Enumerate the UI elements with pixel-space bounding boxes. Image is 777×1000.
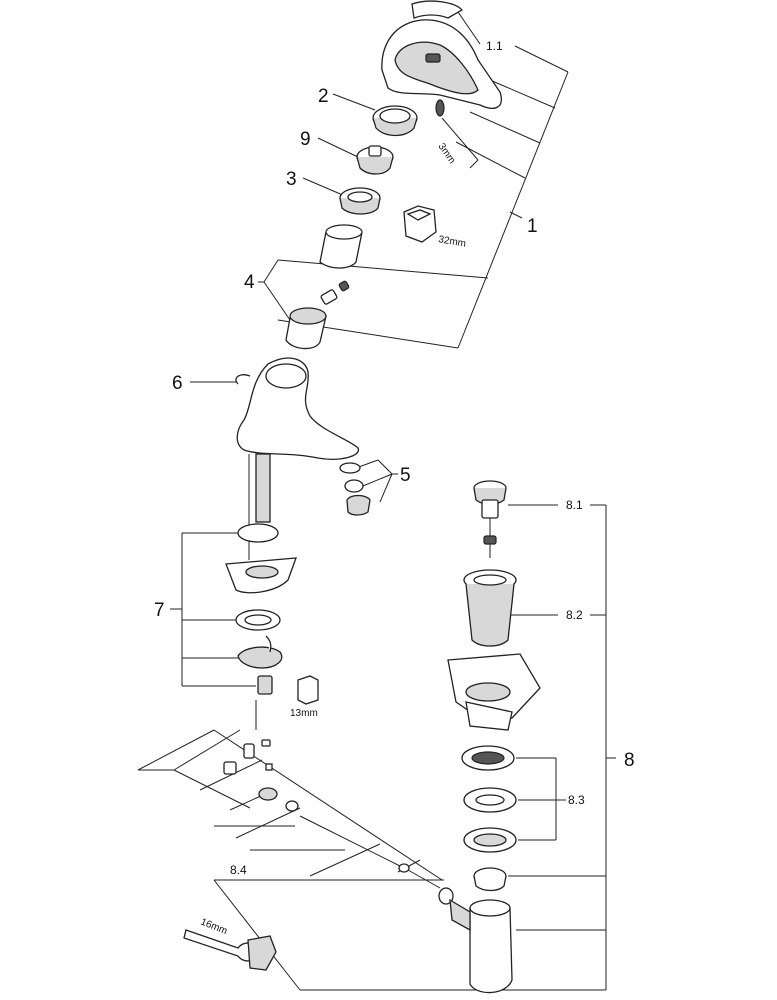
label-1-1: 1.1 bbox=[486, 39, 503, 53]
drain-housing-part bbox=[449, 898, 513, 994]
drain-plug-part bbox=[473, 480, 507, 558]
socket-32-size: 32mm bbox=[437, 234, 466, 250]
label-8-1: 8.1 bbox=[566, 498, 583, 512]
label-7: 7 bbox=[154, 600, 165, 621]
cap-ring-part bbox=[372, 105, 418, 137]
aerator-part bbox=[339, 462, 371, 516]
threaded-ring-part bbox=[339, 187, 381, 215]
label-4: 4 bbox=[244, 272, 255, 293]
socket-32mm-tool: 32mm bbox=[403, 205, 467, 250]
label-9: 9 bbox=[300, 129, 311, 150]
mounting-gasket-part bbox=[225, 557, 297, 594]
label-2: 2 bbox=[318, 86, 329, 107]
drain-washers-part bbox=[461, 745, 517, 853]
label-6: 6 bbox=[172, 373, 183, 394]
wrench-16mm-tool: 16mm bbox=[183, 917, 277, 971]
label-8-2: 8.2 bbox=[566, 608, 583, 622]
hex-key-size: 3mm bbox=[436, 141, 458, 166]
drain-body-part bbox=[463, 569, 517, 647]
lift-rod-parts bbox=[223, 739, 454, 905]
label-5: 5 bbox=[400, 465, 411, 486]
wrench-16-size: 16mm bbox=[199, 917, 229, 938]
hex-key-tool: 3mm bbox=[436, 117, 479, 169]
adapter-part bbox=[356, 145, 394, 175]
label-8: 8 bbox=[624, 750, 635, 771]
label-1: 1 bbox=[527, 216, 538, 237]
lever-handle-part bbox=[381, 0, 502, 117]
cartridge-part bbox=[285, 280, 350, 350]
o-ring-part bbox=[237, 523, 279, 543]
sleeve-part bbox=[319, 224, 363, 269]
faucet-body-part bbox=[235, 357, 359, 560]
drain-gasket-part bbox=[447, 653, 541, 731]
label-3: 3 bbox=[286, 169, 297, 190]
horseshoe-washer-part bbox=[237, 635, 283, 669]
washer-part bbox=[235, 609, 281, 631]
callout-labels: 1.1 1 2 9 3 4 6 5 7 8 8.1 8.2 8.3 8.4 bbox=[154, 39, 635, 877]
mounting-nut-part: 13mm bbox=[255, 675, 319, 730]
label-8-4: 8.4 bbox=[230, 863, 247, 877]
label-8-3: 8.3 bbox=[568, 793, 585, 807]
socket-13-size: 13mm bbox=[290, 708, 318, 719]
drain-nut-part bbox=[473, 867, 507, 892]
